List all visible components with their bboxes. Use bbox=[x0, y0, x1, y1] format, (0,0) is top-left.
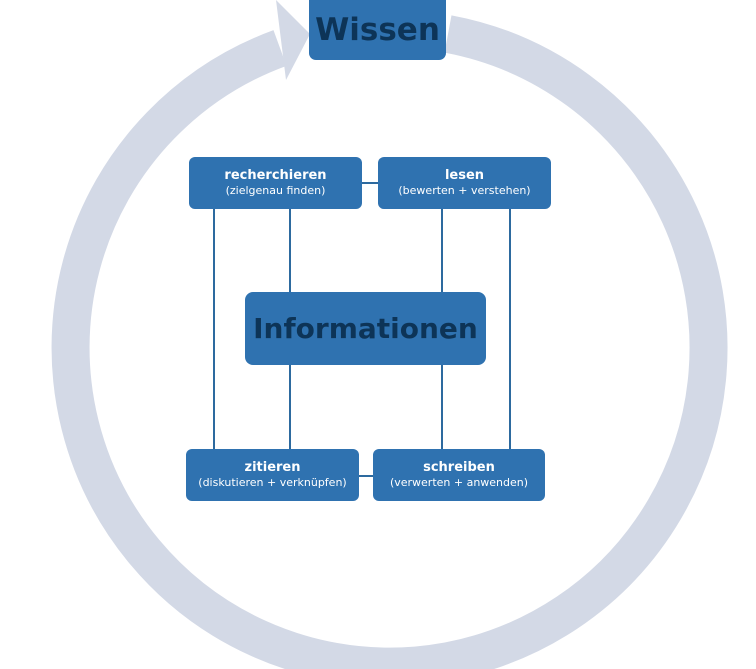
node-lesen: lesen (bewerten + verstehen) bbox=[378, 157, 551, 209]
node-recherchieren: recherchieren (zielgenau finden) bbox=[189, 157, 362, 209]
node-recherchieren-subtitle: (zielgenau finden) bbox=[225, 184, 326, 197]
wissen-box: Wissen bbox=[309, 0, 446, 60]
node-zitieren: zitieren (diskutieren + verknüpfen) bbox=[186, 449, 359, 501]
informationen-box: Informationen bbox=[245, 292, 486, 365]
node-schreiben-title: schreiben bbox=[423, 460, 495, 475]
node-lesen-subtitle: (bewerten + verstehen) bbox=[398, 184, 531, 197]
wissen-label: Wissen bbox=[315, 12, 440, 48]
node-zitieren-title: zitieren bbox=[244, 460, 301, 475]
node-schreiben-subtitle: (verwerten + anwenden) bbox=[389, 476, 529, 489]
node-recherchieren-title: recherchieren bbox=[224, 168, 327, 183]
cycle-arrow-ring bbox=[51, 15, 728, 669]
node-schreiben: schreiben (verwerten + anwenden) bbox=[373, 449, 545, 501]
connector-lines bbox=[213, 182, 511, 477]
node-lesen-title: lesen bbox=[444, 168, 485, 183]
cycle-arrow-head bbox=[276, 0, 310, 80]
node-zitieren-subtitle: (diskutieren + verknüpfen) bbox=[198, 476, 347, 489]
informationen-label: Informationen bbox=[253, 311, 478, 345]
